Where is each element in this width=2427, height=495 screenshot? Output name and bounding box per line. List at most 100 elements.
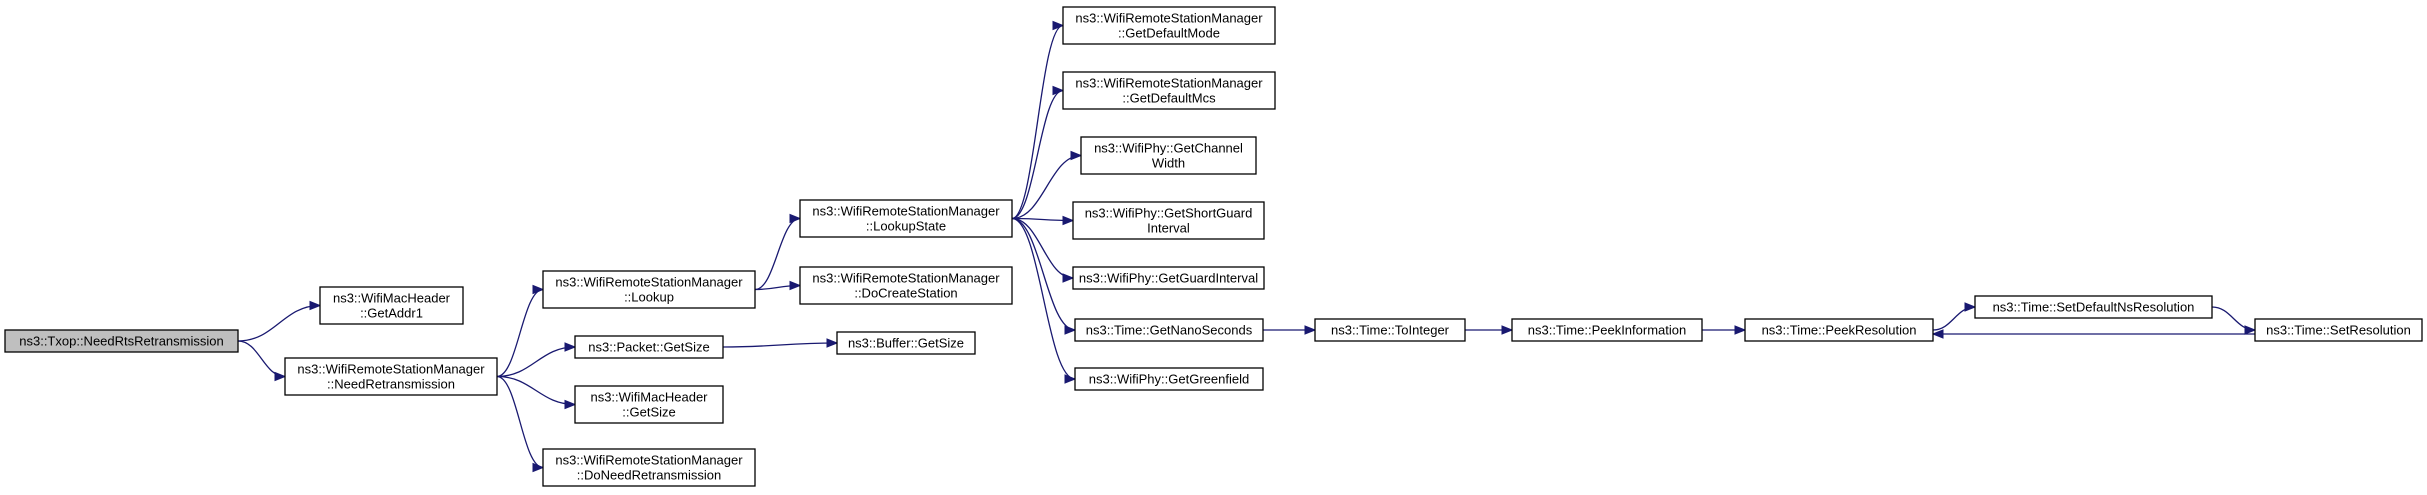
node-pktsize[interactable]: ns3::Packet::GetSize: [574, 335, 724, 359]
node-needretx[interactable]: ns3::WifiRemoteStationManager::NeedRetra…: [284, 357, 498, 396]
edge-line: [1011, 89, 1064, 220]
edge-line: [496, 288, 544, 378]
node-box: [836, 331, 976, 355]
node-box: [799, 199, 1013, 238]
node-setdefns[interactable]: ns3::Time::SetDefaultNsResolution: [1974, 295, 2213, 319]
node-box: [542, 448, 756, 487]
node-label: ns3::WifiPhy::GetChannel: [1094, 141, 1243, 156]
edge-needretx-to-doneedretx: [496, 375, 545, 473]
arrowhead-icon: [1064, 374, 1077, 384]
edge-line: [1011, 217, 1076, 380]
node-label: ::DoCreateStation: [854, 286, 957, 301]
node-label: ns3::WifiPhy::GetGreenfield: [1089, 372, 1249, 387]
edge-lookup-to-docreate: [754, 280, 802, 291]
node-label: ns3::Time::ToInteger: [1331, 323, 1450, 338]
node-greenfield[interactable]: ns3::WifiPhy::GetGreenfield: [1074, 367, 1264, 391]
arrowhead-icon: [1070, 150, 1083, 161]
node-doneedretx[interactable]: ns3::WifiRemoteStationManager::DoNeedRet…: [542, 448, 756, 487]
node-setres[interactable]: ns3::Time::SetResolution: [2254, 318, 2423, 342]
node-gi[interactable]: ns3::WifiPhy::GetGuardInterval: [1072, 266, 1265, 290]
arrowhead-icon: [564, 342, 577, 352]
node-peekres[interactable]: ns3::Time::PeekResolution: [1744, 318, 1934, 342]
node-box: [1072, 201, 1265, 240]
edge-needretx-to-lookup: [496, 284, 545, 378]
edge-lookup-to-lookupstate: [754, 213, 802, 291]
edge-lookupstate-to-defmode: [1011, 20, 1065, 220]
edge-lookupstate-to-nanosec: [1011, 217, 1077, 335]
node-box: [1062, 6, 1276, 45]
node-label: ::NeedRetransmission: [327, 377, 455, 392]
arrowhead-icon: [2244, 325, 2257, 335]
arrowhead-icon: [789, 280, 802, 291]
node-box: [1072, 266, 1265, 290]
node-label: ns3::Time::SetDefaultNsResolution: [1993, 300, 2195, 315]
node-peekinfo[interactable]: ns3::Time::PeekInformation: [1511, 318, 1703, 342]
node-getaddr1[interactable]: ns3::WifiMacHeader::GetAddr1: [319, 286, 464, 325]
node-box: [542, 270, 756, 309]
edge-txop-to-needretx: [237, 340, 287, 382]
node-label: ns3::WifiRemoteStationManager: [1075, 76, 1263, 91]
node-docreate[interactable]: ns3::WifiRemoteStationManager::DoCreateS…: [799, 266, 1013, 305]
node-box: [1080, 136, 1257, 175]
edge-line: [237, 304, 321, 342]
edge-line: [496, 375, 544, 469]
node-label: ::Lookup: [624, 290, 674, 305]
node-label: ns3::WifiRemoteStationManager: [812, 271, 1000, 286]
node-label: ns3::WifiRemoteStationManager: [297, 362, 485, 377]
node-label: ns3::WifiMacHeader: [590, 390, 708, 405]
arrowhead-icon: [1931, 329, 1944, 339]
edge-line: [754, 217, 801, 291]
node-label: ::GetSize: [622, 405, 675, 420]
edge-needretx-to-pktsize: [496, 342, 577, 378]
node-defmcs[interactable]: ns3::WifiRemoteStationManager::GetDefaul…: [1062, 71, 1276, 110]
node-box: [799, 266, 1013, 305]
edge-pktsize-to-bufsize: [722, 338, 839, 348]
node-label: ::DoNeedRetransmission: [577, 468, 722, 483]
nodes-layer: ns3::Txop::NeedRtsRetransmissionns3::Wif…: [4, 6, 2423, 487]
edge-lookupstate-to-gi: [1011, 217, 1075, 283]
node-label: ns3::WifiRemoteStationManager: [1075, 11, 1263, 26]
node-lookup[interactable]: ns3::WifiRemoteStationManager::Lookup: [542, 270, 756, 309]
edge-lookupstate-to-defmcs: [1011, 85, 1065, 220]
node-box: [1974, 295, 2213, 319]
node-box: [1744, 318, 1934, 342]
node-label: Interval: [1147, 221, 1190, 236]
arrowhead-icon: [1062, 273, 1075, 283]
node-txop[interactable]: ns3::Txop::NeedRtsRetransmission: [4, 329, 239, 353]
arrowhead-icon: [532, 284, 545, 295]
node-label: ::GetAddr1: [360, 306, 423, 321]
node-tointeger[interactable]: ns3::Time::ToInteger: [1314, 318, 1466, 342]
node-defmode[interactable]: ns3::WifiRemoteStationManager::GetDefaul…: [1062, 6, 1276, 45]
node-box: [284, 357, 498, 396]
node-label: ns3::WifiRemoteStationManager: [812, 204, 1000, 219]
node-nanosec[interactable]: ns3::Time::GetNanoSeconds: [1074, 318, 1264, 342]
node-label: ns3::Buffer::GetSize: [848, 336, 964, 351]
edge-line: [2211, 306, 2256, 331]
edge-txop-to-getaddr1: [237, 300, 322, 342]
edge-peekres-to-setdefns: [1932, 302, 1977, 331]
node-label: ns3::WifiPhy::GetGuardInterval: [1079, 271, 1258, 286]
node-label: ns3::Time::PeekInformation: [1528, 323, 1686, 338]
edge-setres-to-peekres: [1931, 329, 2255, 339]
arrowhead-icon: [1501, 325, 1514, 335]
edges-layer: [237, 20, 2257, 473]
edge-lookupstate-to-sgi: [1011, 215, 1075, 226]
arrowhead-icon: [532, 462, 545, 473]
arrowhead-icon: [309, 300, 322, 311]
edge-setdefns-to-setres: [2211, 306, 2257, 335]
edge-line: [1932, 306, 1976, 331]
node-label: ::LookupState: [866, 219, 946, 234]
node-bufsize[interactable]: ns3::Buffer::GetSize: [836, 331, 976, 355]
node-label: ns3::Time::PeekResolution: [1762, 323, 1917, 338]
node-box: [1074, 367, 1264, 391]
edge-line: [496, 346, 576, 378]
node-hdrsize[interactable]: ns3::WifiMacHeader::GetSize: [574, 385, 724, 424]
edge-peekinfo-to-peekres: [1702, 325, 1747, 335]
arrowhead-icon: [1064, 325, 1077, 335]
arrowhead-icon: [1734, 325, 1747, 335]
node-lookupstate[interactable]: ns3::WifiRemoteStationManager::LookupSta…: [799, 199, 1013, 238]
arrowhead-icon: [564, 399, 577, 410]
